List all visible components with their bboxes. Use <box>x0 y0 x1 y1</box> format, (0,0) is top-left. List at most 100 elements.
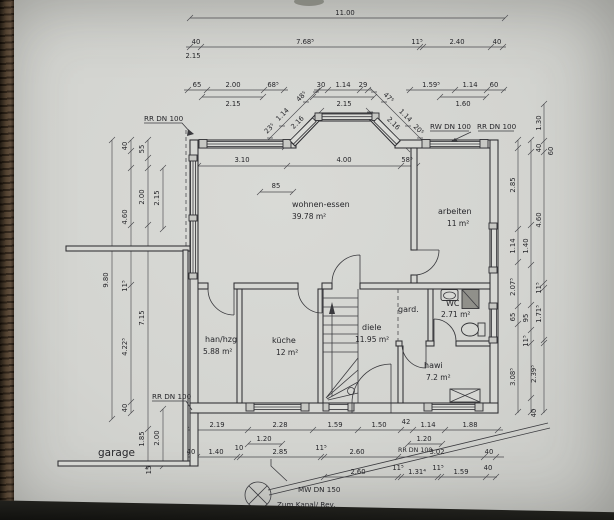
dimension-label: 2.00 <box>153 430 161 445</box>
dimension-label: 40 <box>121 142 129 151</box>
dimension-label: 1.40 <box>522 238 530 253</box>
room-area: 5.88 m² <box>203 347 232 356</box>
dimension-label: 1.14 <box>335 81 350 89</box>
toilet-tank <box>477 322 486 337</box>
dimension-label: 3.02 <box>429 448 444 456</box>
dimension-label: 2.19 <box>209 421 224 429</box>
living-room-door <box>331 254 361 284</box>
annotation-label: MW DN 150 <box>298 485 341 494</box>
dimension-label: 60 <box>547 147 555 156</box>
dimension-label: 2.07⁵ <box>509 278 517 296</box>
fixtures <box>440 289 486 403</box>
annotation-label: RR DN 100 <box>477 122 517 131</box>
office-door <box>413 249 440 276</box>
dimension-label: 2.40 <box>449 38 464 46</box>
dimension-label: 2.15 <box>225 100 240 108</box>
dimension-label: 3.08⁵ <box>509 368 517 386</box>
dimension-label: 11.00 <box>335 9 354 17</box>
dimension-label: 2.39⁵ <box>530 365 538 383</box>
dimension-label: 40 <box>121 404 129 413</box>
dimension-label: 42 <box>402 418 411 426</box>
dimension-label: 11⁵ <box>522 335 530 347</box>
dimension-label: 40 <box>485 448 494 456</box>
room-name: WC <box>446 299 460 308</box>
dimension-label: 1.20 <box>416 435 431 443</box>
room-area: 2.71 m² <box>441 310 470 319</box>
paper-edge-shadow <box>294 0 324 6</box>
dimension-label: 20⁵ <box>412 123 426 137</box>
dimension-label: 1.14 <box>420 421 435 429</box>
room-area: 39.78 m² <box>292 212 326 221</box>
dimension-label: 11⁵ <box>392 464 404 472</box>
dimension-label: 9.80 <box>102 272 110 287</box>
dimension-label: 2.85 <box>272 448 287 456</box>
room-name-garage: garage <box>98 447 135 459</box>
kitchen-door <box>297 288 323 314</box>
dimension-label: 40 <box>192 38 201 46</box>
dimension-label: 30 <box>317 81 326 89</box>
sewer-pipe <box>244 422 551 509</box>
dimension-label: 1.14 <box>397 107 413 123</box>
dimension-label: 85 <box>272 182 281 190</box>
dimension-label: 4.22⁵ <box>121 338 129 356</box>
dimension-label: 2.15 <box>185 52 200 60</box>
dimension-label: 11⁵ <box>315 444 327 452</box>
garage-walls <box>57 245 191 467</box>
dimension-label: 1.71⁵ <box>535 305 543 323</box>
dimension-label: 55 <box>138 145 146 154</box>
dimension-label: 1.14 <box>274 106 290 122</box>
room-area: 12 m² <box>276 348 298 357</box>
dimension-label: 1.14 <box>462 81 477 89</box>
dimension-label: 60 <box>490 81 499 89</box>
dimension-label: 1.85 <box>138 431 146 446</box>
dimension-label: 68⁵ <box>267 81 279 89</box>
room-area: 7.2 m² <box>426 373 451 382</box>
dimension-label: 2.60 <box>349 448 364 456</box>
utility-door <box>207 288 235 316</box>
leader-lines <box>144 122 514 411</box>
stair-post-icon <box>347 387 355 395</box>
dimension-label: 11⁵ <box>121 280 129 292</box>
dimension-label: 1.31⁴ <box>408 468 426 476</box>
dimension-label: 2.85 <box>509 177 517 192</box>
dimension-label: 40 <box>493 38 502 46</box>
doors <box>207 249 457 413</box>
annotation-label: RR DN 100 <box>144 114 184 123</box>
room-area: 11 m² <box>447 219 469 228</box>
room-name: diele <box>362 323 381 332</box>
dimension-label: 40 <box>187 448 196 456</box>
dimension-label: 11⁵ <box>432 464 444 472</box>
stair-arrow-icon <box>329 302 335 314</box>
windows <box>188 112 498 412</box>
room-name: han/hzg <box>205 335 237 344</box>
dimension-label: 2.15 <box>153 190 161 205</box>
dimension-label: 2.28 <box>272 421 287 429</box>
dimension-label: 4.60 <box>121 209 129 224</box>
dimension-label: 1.30 <box>535 115 543 130</box>
dimension-label: 29 <box>359 81 368 89</box>
dimension-label: 4.00 <box>336 156 351 164</box>
dimension-label: 1.20 <box>256 435 271 443</box>
dimension-label: 47⁵ <box>382 91 396 105</box>
dimension-label: 2.15 <box>336 100 351 108</box>
dimension-label: 2.60 <box>350 468 365 476</box>
dimension-label: 1.14 <box>509 238 517 253</box>
dimension-label: 40 <box>484 464 493 472</box>
room-name: hawi <box>424 361 443 370</box>
table-surface-left-edge <box>0 0 14 520</box>
dimension-label: 1.59⁵ <box>422 81 440 89</box>
dimension-label: 2.00 <box>138 189 146 204</box>
dimension-label: 58⁵ <box>401 156 413 164</box>
interior-walls <box>197 147 491 404</box>
dimension-label: 11⁵ <box>411 38 423 46</box>
dimension-label: 11⁵ <box>535 282 543 294</box>
dimension-label: 1.40 <box>208 448 223 456</box>
annotation-label: Zum Kanal/ Rev. <box>277 500 336 509</box>
hawi-door <box>401 343 427 369</box>
dimension-label: 7.15 <box>138 310 146 325</box>
dimension-label: 3.10 <box>234 156 249 164</box>
dimension-label: 40 <box>530 409 538 418</box>
